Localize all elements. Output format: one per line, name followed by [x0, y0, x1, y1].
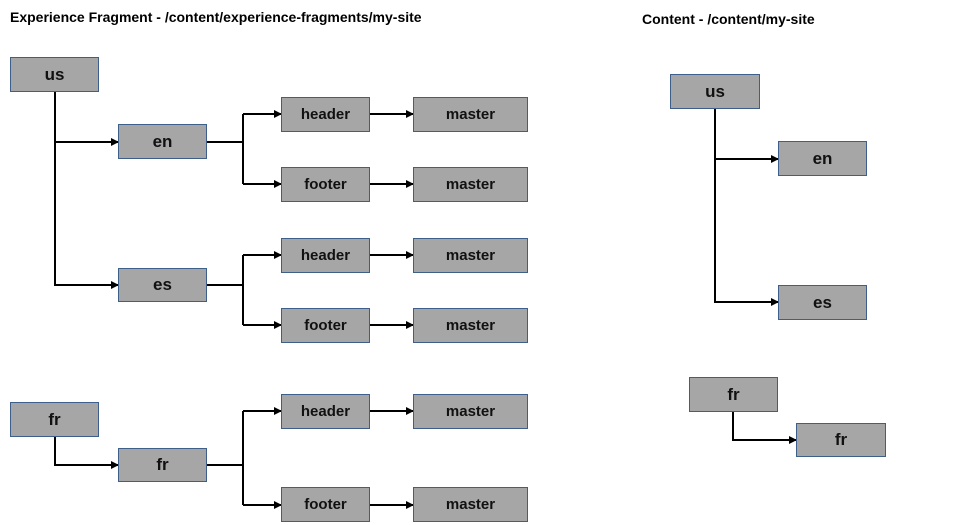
xf-section-title: Experience Fragment - /content/experienc… — [10, 9, 422, 25]
xf-node-en-header-master: master — [413, 97, 528, 132]
xf-node-fr-footer-master: master — [413, 487, 528, 522]
xf-node-en: en — [118, 124, 207, 159]
xf-node-es-header: header — [281, 238, 370, 273]
xf-node-fr-footer: footer — [281, 487, 370, 522]
xf-node-fr-child: fr — [118, 448, 207, 482]
content-node-es: es — [778, 285, 867, 320]
xf-node-us: us — [10, 57, 99, 92]
xf-node-en-footer-master: master — [413, 167, 528, 202]
content-node-fr-child: fr — [796, 423, 886, 457]
xf-node-fr-header-master: master — [413, 394, 528, 429]
content-node-us: us — [670, 74, 760, 109]
content-section-title: Content - /content/my-site — [642, 11, 815, 27]
content-node-fr-root: fr — [689, 377, 778, 412]
content-node-en: en — [778, 141, 867, 176]
xf-node-es-header-master: master — [413, 238, 528, 273]
xf-node-es: es — [118, 268, 207, 302]
xf-node-fr-header: header — [281, 394, 370, 429]
xf-node-en-header: header — [281, 97, 370, 132]
xf-node-es-footer: footer — [281, 308, 370, 343]
xf-node-en-footer: footer — [281, 167, 370, 202]
xf-node-fr-root: fr — [10, 402, 99, 437]
xf-node-es-footer-master: master — [413, 308, 528, 343]
